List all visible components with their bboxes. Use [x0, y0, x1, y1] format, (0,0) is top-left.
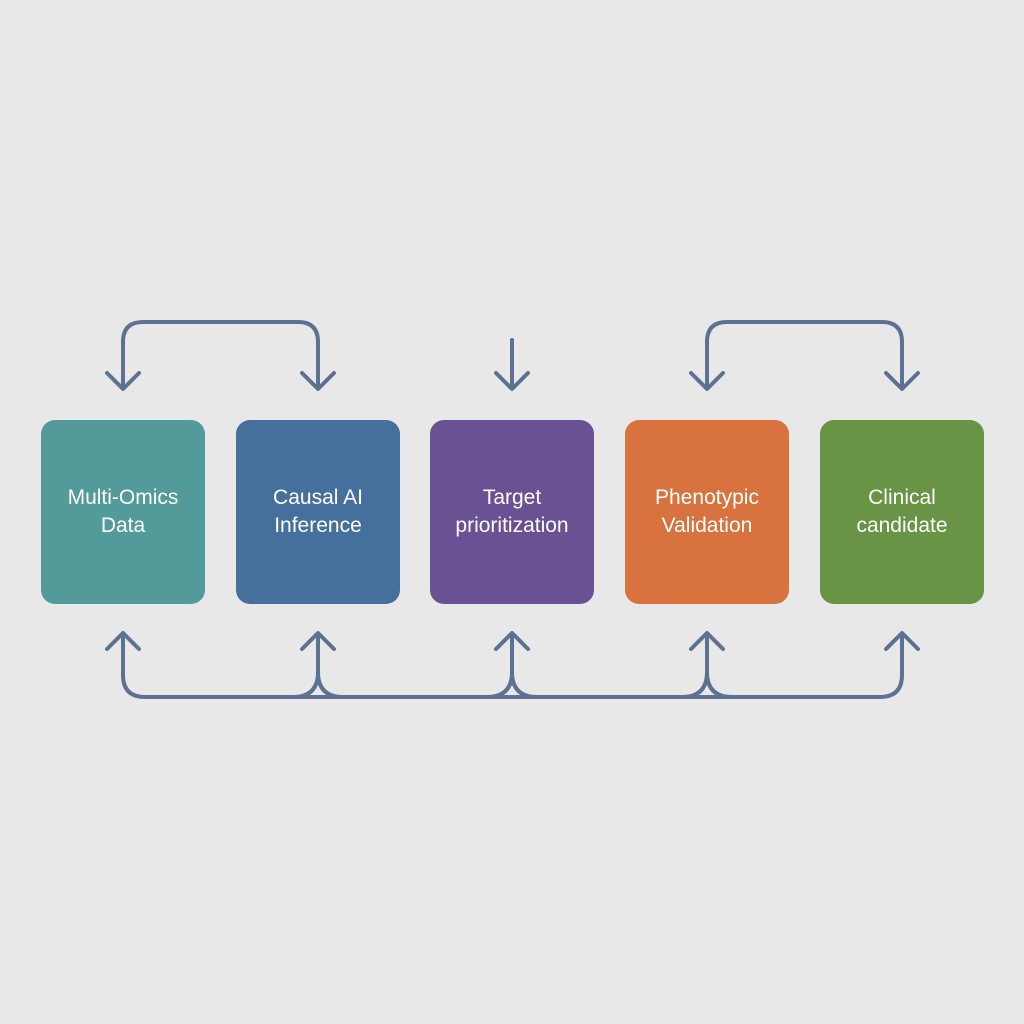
- arrowhead-up-stage-5: [884, 631, 920, 651]
- stage-label: Causal AI Inference: [273, 486, 363, 537]
- stage-label: Target prioritization: [455, 486, 569, 537]
- arrowhead-down-stage-3: [494, 371, 530, 391]
- arrowhead-up-stage-1: [105, 631, 141, 651]
- stage-label: Clinical candidate: [856, 486, 948, 537]
- bottom-curve-stage-2: [291, 634, 345, 699]
- stage-box-clinical-candidate: Clinical candidate: [820, 420, 984, 604]
- arrowhead-down-stage-5: [884, 371, 920, 391]
- stage-box-phenotypic-validation: Phenotypic Validation: [625, 420, 789, 604]
- stage-box-target-prioritization: Target prioritization: [430, 420, 594, 604]
- arrowhead-up-stage-4: [689, 631, 725, 651]
- top-loop-connector-1-2: [121, 320, 320, 387]
- arrowhead-down-stage-4: [689, 371, 725, 391]
- bottom-feedback-line: [121, 634, 904, 699]
- stage-label: Multi-Omics Data: [67, 486, 179, 537]
- bottom-curve-stage-4: [680, 634, 734, 699]
- arrowhead-up-stage-2: [300, 631, 336, 651]
- stage-box-causal-ai-inference: Causal AI Inference: [236, 420, 400, 604]
- top-loop-connector-4-5: [705, 320, 904, 387]
- arrowhead-up-stage-3: [494, 631, 530, 651]
- stage-box-multi-omics-data: Multi-Omics Data: [41, 420, 205, 604]
- bottom-curve-stage-3: [485, 634, 539, 699]
- arrowhead-down-stage-1: [105, 371, 141, 391]
- stage-label: Phenotypic Validation: [655, 486, 759, 537]
- arrowhead-down-stage-2: [300, 371, 336, 391]
